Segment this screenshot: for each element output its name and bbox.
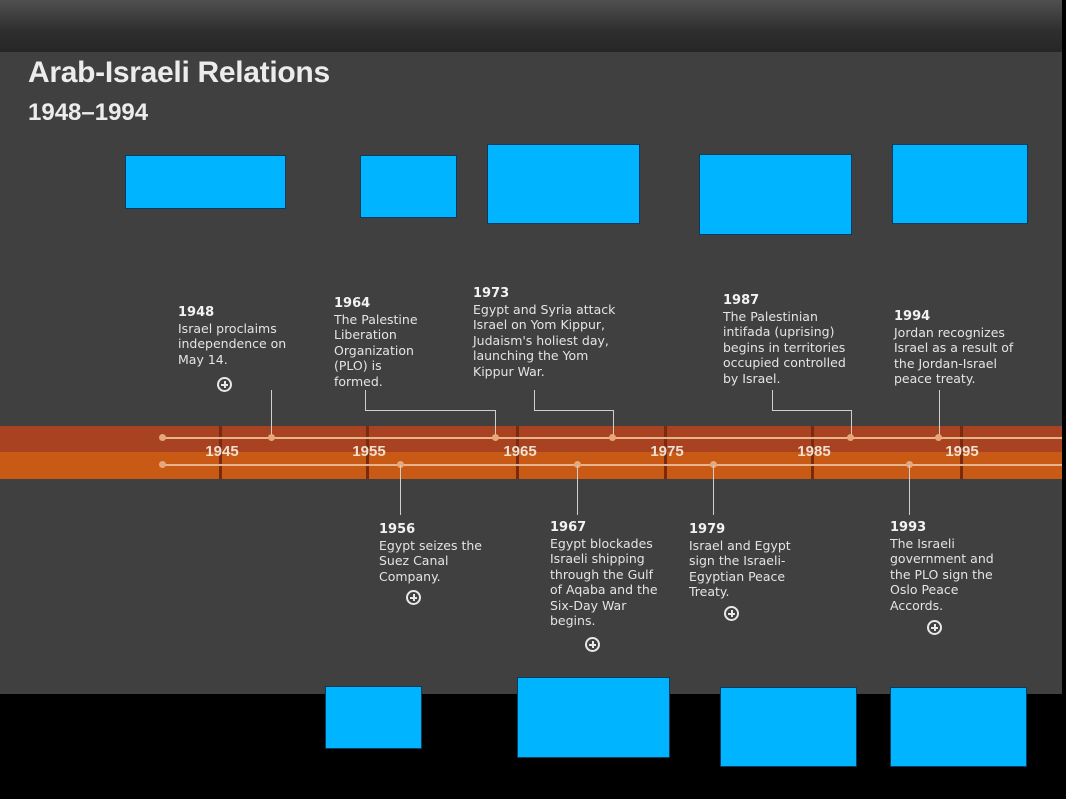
event-year: 1993 — [890, 520, 927, 535]
decade-tick — [664, 426, 667, 479]
plus-circle-icon[interactable] — [406, 590, 421, 605]
connector-line — [909, 465, 910, 515]
connector-line — [495, 410, 496, 438]
event-text: Jordan recognizes Israel as a result of … — [894, 324, 1014, 387]
event-1973: 1973 Egypt and Syria attack Israel on Yo… — [473, 286, 615, 379]
event-dot — [574, 461, 581, 468]
connector-line — [772, 390, 773, 410]
event-1964: 1964 The Palestine Liberation Organizati… — [334, 296, 418, 389]
rail-start-dot — [159, 434, 166, 441]
page-title: Arab-Israeli Relations — [28, 56, 330, 89]
event-1994: 1994 Jordan recognizes Israel as a resul… — [894, 309, 1013, 387]
decade-tick — [811, 426, 814, 479]
connector-line — [400, 465, 401, 515]
axis-year-label: 1985 — [797, 443, 831, 460]
decade-tick — [219, 426, 222, 479]
timeline-band-upper — [0, 426, 1062, 452]
decade-tick — [960, 426, 963, 479]
connector-line — [365, 410, 495, 411]
placeholder-box-bottom-4 — [890, 687, 1027, 767]
placeholder-box-bottom-2 — [517, 677, 670, 758]
connector-line — [851, 410, 852, 438]
timeline-rail-lower — [162, 464, 1062, 466]
event-text: Egypt and Syria attack Israel on Yom Kip… — [473, 301, 616, 379]
axis-year-label: 1995 — [945, 443, 979, 460]
event-dot — [935, 434, 942, 441]
connector-line — [939, 390, 940, 438]
plus-circle-icon[interactable] — [585, 637, 600, 652]
timeline-panel — [0, 0, 1062, 694]
event-text: Israel proclaims independence on May 14. — [178, 320, 287, 367]
event-text: The Palestine Liberation Organization (P… — [334, 311, 418, 389]
event-text: The Palestinian intifada (uprising) begi… — [723, 308, 846, 386]
event-dot — [847, 434, 854, 441]
rail-start-dot — [159, 461, 166, 468]
plus-circle-icon[interactable] — [724, 606, 739, 621]
event-year: 1987 — [723, 293, 760, 308]
event-year: 1967 — [550, 520, 587, 535]
event-year: 1973 — [473, 286, 510, 301]
decade-tick — [516, 426, 519, 479]
connector-line — [713, 465, 714, 515]
placeholder-box-top-4 — [699, 154, 852, 235]
event-1993: 1993 The Israeli government and the PLO … — [890, 520, 994, 613]
connector-line — [534, 410, 613, 411]
event-dot — [906, 461, 913, 468]
page-subtitle: 1948–1994 — [28, 99, 149, 126]
event-1956: 1956 Egypt seizes the Suez Canal Company… — [379, 522, 482, 584]
connector-line — [772, 410, 851, 411]
plus-circle-icon[interactable] — [217, 377, 232, 392]
decade-tick — [366, 426, 369, 479]
event-dot — [397, 461, 404, 468]
event-text: Egypt seizes the Suez Canal Company. — [379, 537, 482, 584]
event-1967: 1967 Egypt blockades Israeli shipping th… — [550, 520, 658, 629]
event-dot — [268, 434, 275, 441]
placeholder-box-bottom-3 — [720, 687, 857, 767]
event-year: 1979 — [689, 522, 726, 537]
connector-line — [365, 390, 366, 410]
event-dot — [492, 434, 499, 441]
event-year: 1964 — [334, 296, 371, 311]
top-bar — [0, 0, 1062, 52]
event-year: 1956 — [379, 522, 416, 537]
event-text: Israel and Egypt sign the Israeli- Egypt… — [689, 537, 791, 600]
event-1948: 1948 Israel proclaims independence on Ma… — [178, 305, 286, 367]
event-text: Egypt blockades Israeli shipping through… — [550, 535, 658, 629]
connector-line — [271, 390, 272, 438]
plus-circle-icon[interactable] — [927, 620, 942, 635]
axis-year-label: 1965 — [503, 443, 537, 460]
event-text: The Israeli government and the PLO sign … — [890, 535, 994, 613]
placeholder-box-top-3 — [487, 144, 640, 224]
placeholder-box-top-5 — [892, 144, 1028, 224]
event-dot — [710, 461, 717, 468]
axis-year-label: 1955 — [352, 443, 386, 460]
event-1979: 1979 Israel and Egypt sign the Israeli- … — [689, 522, 791, 600]
connector-line — [577, 465, 578, 515]
placeholder-box-top-2 — [360, 155, 457, 218]
connector-line — [534, 390, 535, 410]
connector-line — [613, 410, 614, 438]
placeholder-box-bottom-1 — [325, 686, 422, 749]
event-1987: 1987 The Palestinian intifada (uprising)… — [723, 293, 846, 386]
axis-year-label: 1945 — [205, 443, 239, 460]
placeholder-box-top-1 — [125, 155, 286, 209]
event-year: 1948 — [178, 305, 215, 320]
event-dot — [609, 434, 616, 441]
axis-year-label: 1975 — [650, 443, 684, 460]
event-year: 1994 — [894, 309, 931, 324]
